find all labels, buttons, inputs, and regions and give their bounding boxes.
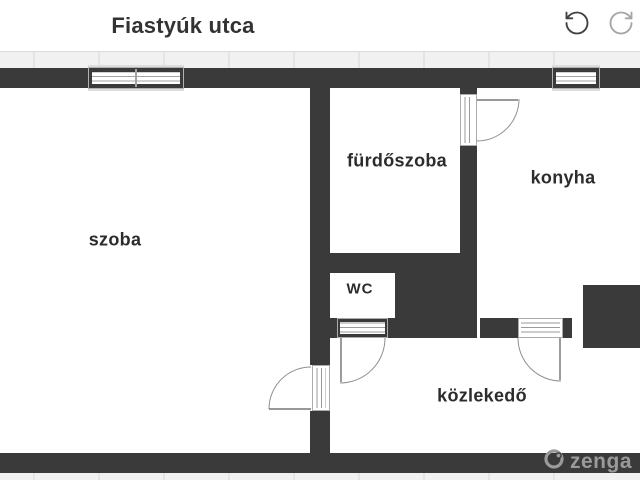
redo-icon xyxy=(607,9,637,37)
redo-button[interactable] xyxy=(607,8,637,38)
floorplan-canvas[interactable]: szoba fürdőszoba konyha WC közlekedő zen… xyxy=(0,52,640,480)
window-top-right[interactable] xyxy=(552,67,600,89)
wall-konyha-divider[interactable] xyxy=(460,146,477,253)
kozlekedo-konyha-door[interactable] xyxy=(518,318,563,338)
undo-icon xyxy=(563,9,593,37)
wall-konyha-divider-cap[interactable] xyxy=(460,88,477,94)
page-title: Fiastyúk utca xyxy=(111,13,255,38)
wall-szoba-right-lower[interactable] xyxy=(310,411,330,453)
wc-room[interactable] xyxy=(330,273,395,318)
room-label-kozlekedo[interactable]: közlekedő xyxy=(437,385,527,406)
watermark: zenga xyxy=(543,448,632,475)
room-label-furdoszoba[interactable]: fürdőszoba xyxy=(347,150,447,171)
window-top-left-divider xyxy=(135,69,137,87)
watermark-brand: zenga xyxy=(570,450,633,473)
szoba-door[interactable] xyxy=(312,365,330,411)
wall-bottom[interactable] xyxy=(0,453,640,473)
undo-button[interactable] xyxy=(563,8,593,38)
furdoszoba-konyha-door[interactable] xyxy=(460,94,477,146)
wall-right-block[interactable] xyxy=(583,285,640,348)
room-label-wc[interactable]: WC xyxy=(346,280,374,298)
zenga-logo-icon xyxy=(543,448,565,475)
wall-kozlekedo-left[interactable] xyxy=(480,318,518,338)
wall-kozlekedo-post[interactable] xyxy=(563,318,572,338)
room-label-szoba[interactable]: szoba xyxy=(88,229,142,250)
room-label-konyha[interactable]: konyha xyxy=(530,167,596,188)
header-bar: Fiastyúk utca xyxy=(0,0,640,52)
wc-door[interactable] xyxy=(337,318,388,338)
